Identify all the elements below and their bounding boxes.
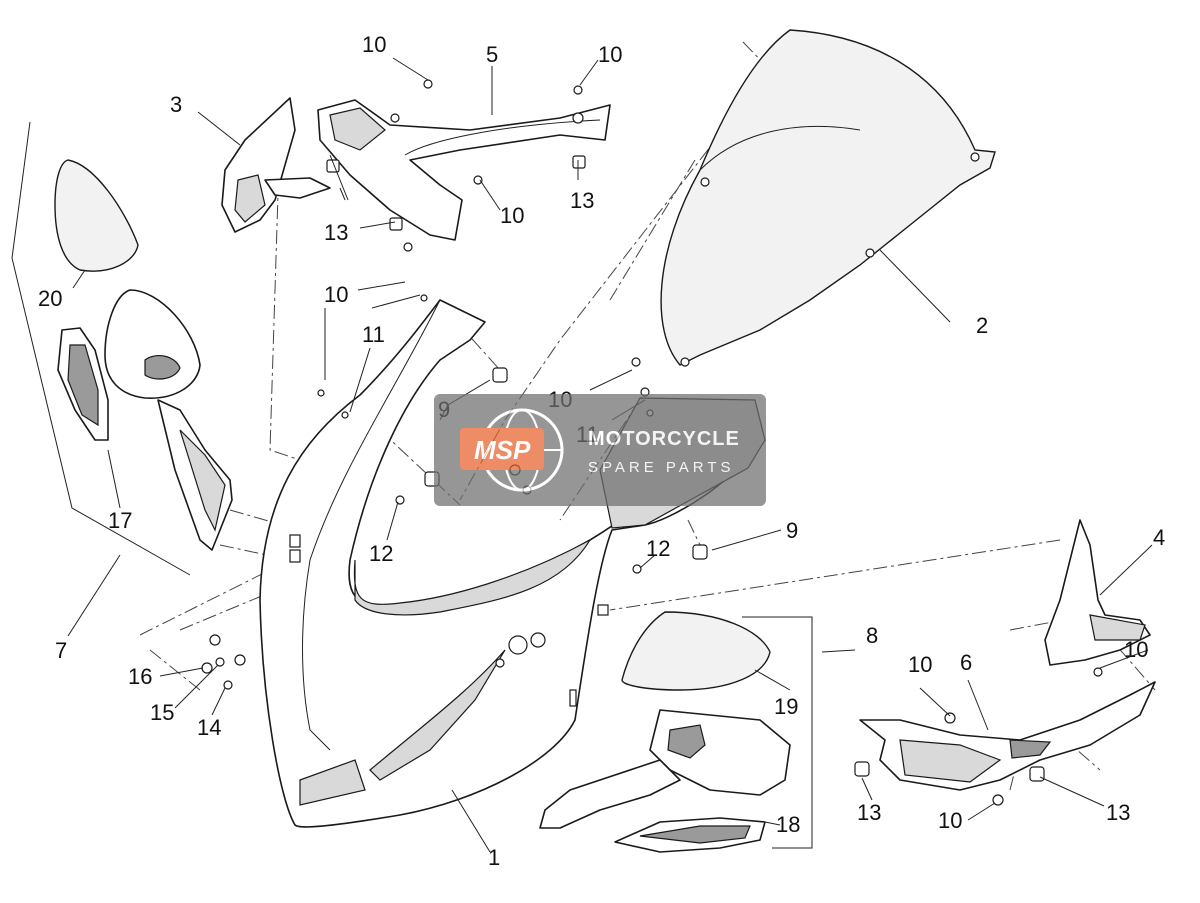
callout-10-lower-right: 10: [1124, 637, 1148, 662]
callout-10-mid-left: 10: [324, 282, 348, 307]
callout-6: 6: [960, 650, 972, 675]
part-3-left-duct: [221, 97, 331, 233]
part-6-lower-panel: [859, 681, 1156, 791]
watermark-logo: MSP: [474, 435, 531, 465]
part-2-windscreen: [660, 29, 996, 367]
callout-11-left: 11: [362, 322, 385, 347]
callout-3: 3: [170, 92, 182, 117]
watermark-panel: [434, 394, 766, 506]
callout-4: 4: [1153, 525, 1165, 550]
callout-leaders: [67, 57, 1153, 853]
part-7-mirror-assembly: [104, 289, 233, 551]
group-brackets: [11, 121, 813, 849]
watermark-line2: SPARE PARTS: [588, 459, 735, 476]
callout-15: 15: [150, 700, 174, 725]
callout-13-top-left: 13: [324, 220, 348, 245]
callout-8: 8: [866, 623, 878, 648]
part-5-upper-panel: [317, 99, 611, 241]
watermark-logo-badge: [460, 428, 544, 470]
callout-10-top-left: 10: [362, 32, 386, 57]
callout-1: 1: [488, 845, 500, 870]
part-4-right-duct: [1044, 519, 1151, 666]
watermark: MSP MOTORCYCLE SPARE PARTS: [434, 394, 766, 506]
callout-10-bottom: 10: [938, 808, 962, 833]
part-8-mirror-assembly: [539, 709, 791, 829]
callout-13-top-right: 13: [570, 188, 594, 213]
callout-12-right: 12: [646, 536, 670, 561]
callout-12-left: 12: [369, 541, 393, 566]
watermark-line1: MOTORCYCLE: [588, 428, 740, 450]
callout-19: 19: [774, 694, 798, 719]
callout-10-top-right: 10: [598, 42, 622, 67]
callout-16: 16: [128, 664, 152, 689]
callout-17: 17: [108, 508, 132, 533]
callout-2: 2: [976, 313, 988, 338]
part-17-turn-indicator: [57, 327, 109, 441]
callout-14: 14: [197, 715, 221, 740]
callout-18: 18: [776, 812, 800, 837]
callout-10-lower-mid: 10: [908, 652, 932, 677]
callout-13-bottom-right: 13: [1106, 800, 1130, 825]
callout-5: 5: [486, 42, 498, 67]
callout-10-upper-mid: 10: [500, 203, 524, 228]
callout-7: 7: [55, 638, 67, 663]
part-19-mirror-glass: [621, 611, 771, 691]
callout-13-bottom-left: 13: [857, 800, 881, 825]
part-18-turn-indicator: [614, 817, 766, 853]
callout-9-right: 9: [786, 518, 798, 543]
callout-20: 20: [38, 286, 62, 311]
part-20-mirror-glass: [54, 159, 139, 272]
